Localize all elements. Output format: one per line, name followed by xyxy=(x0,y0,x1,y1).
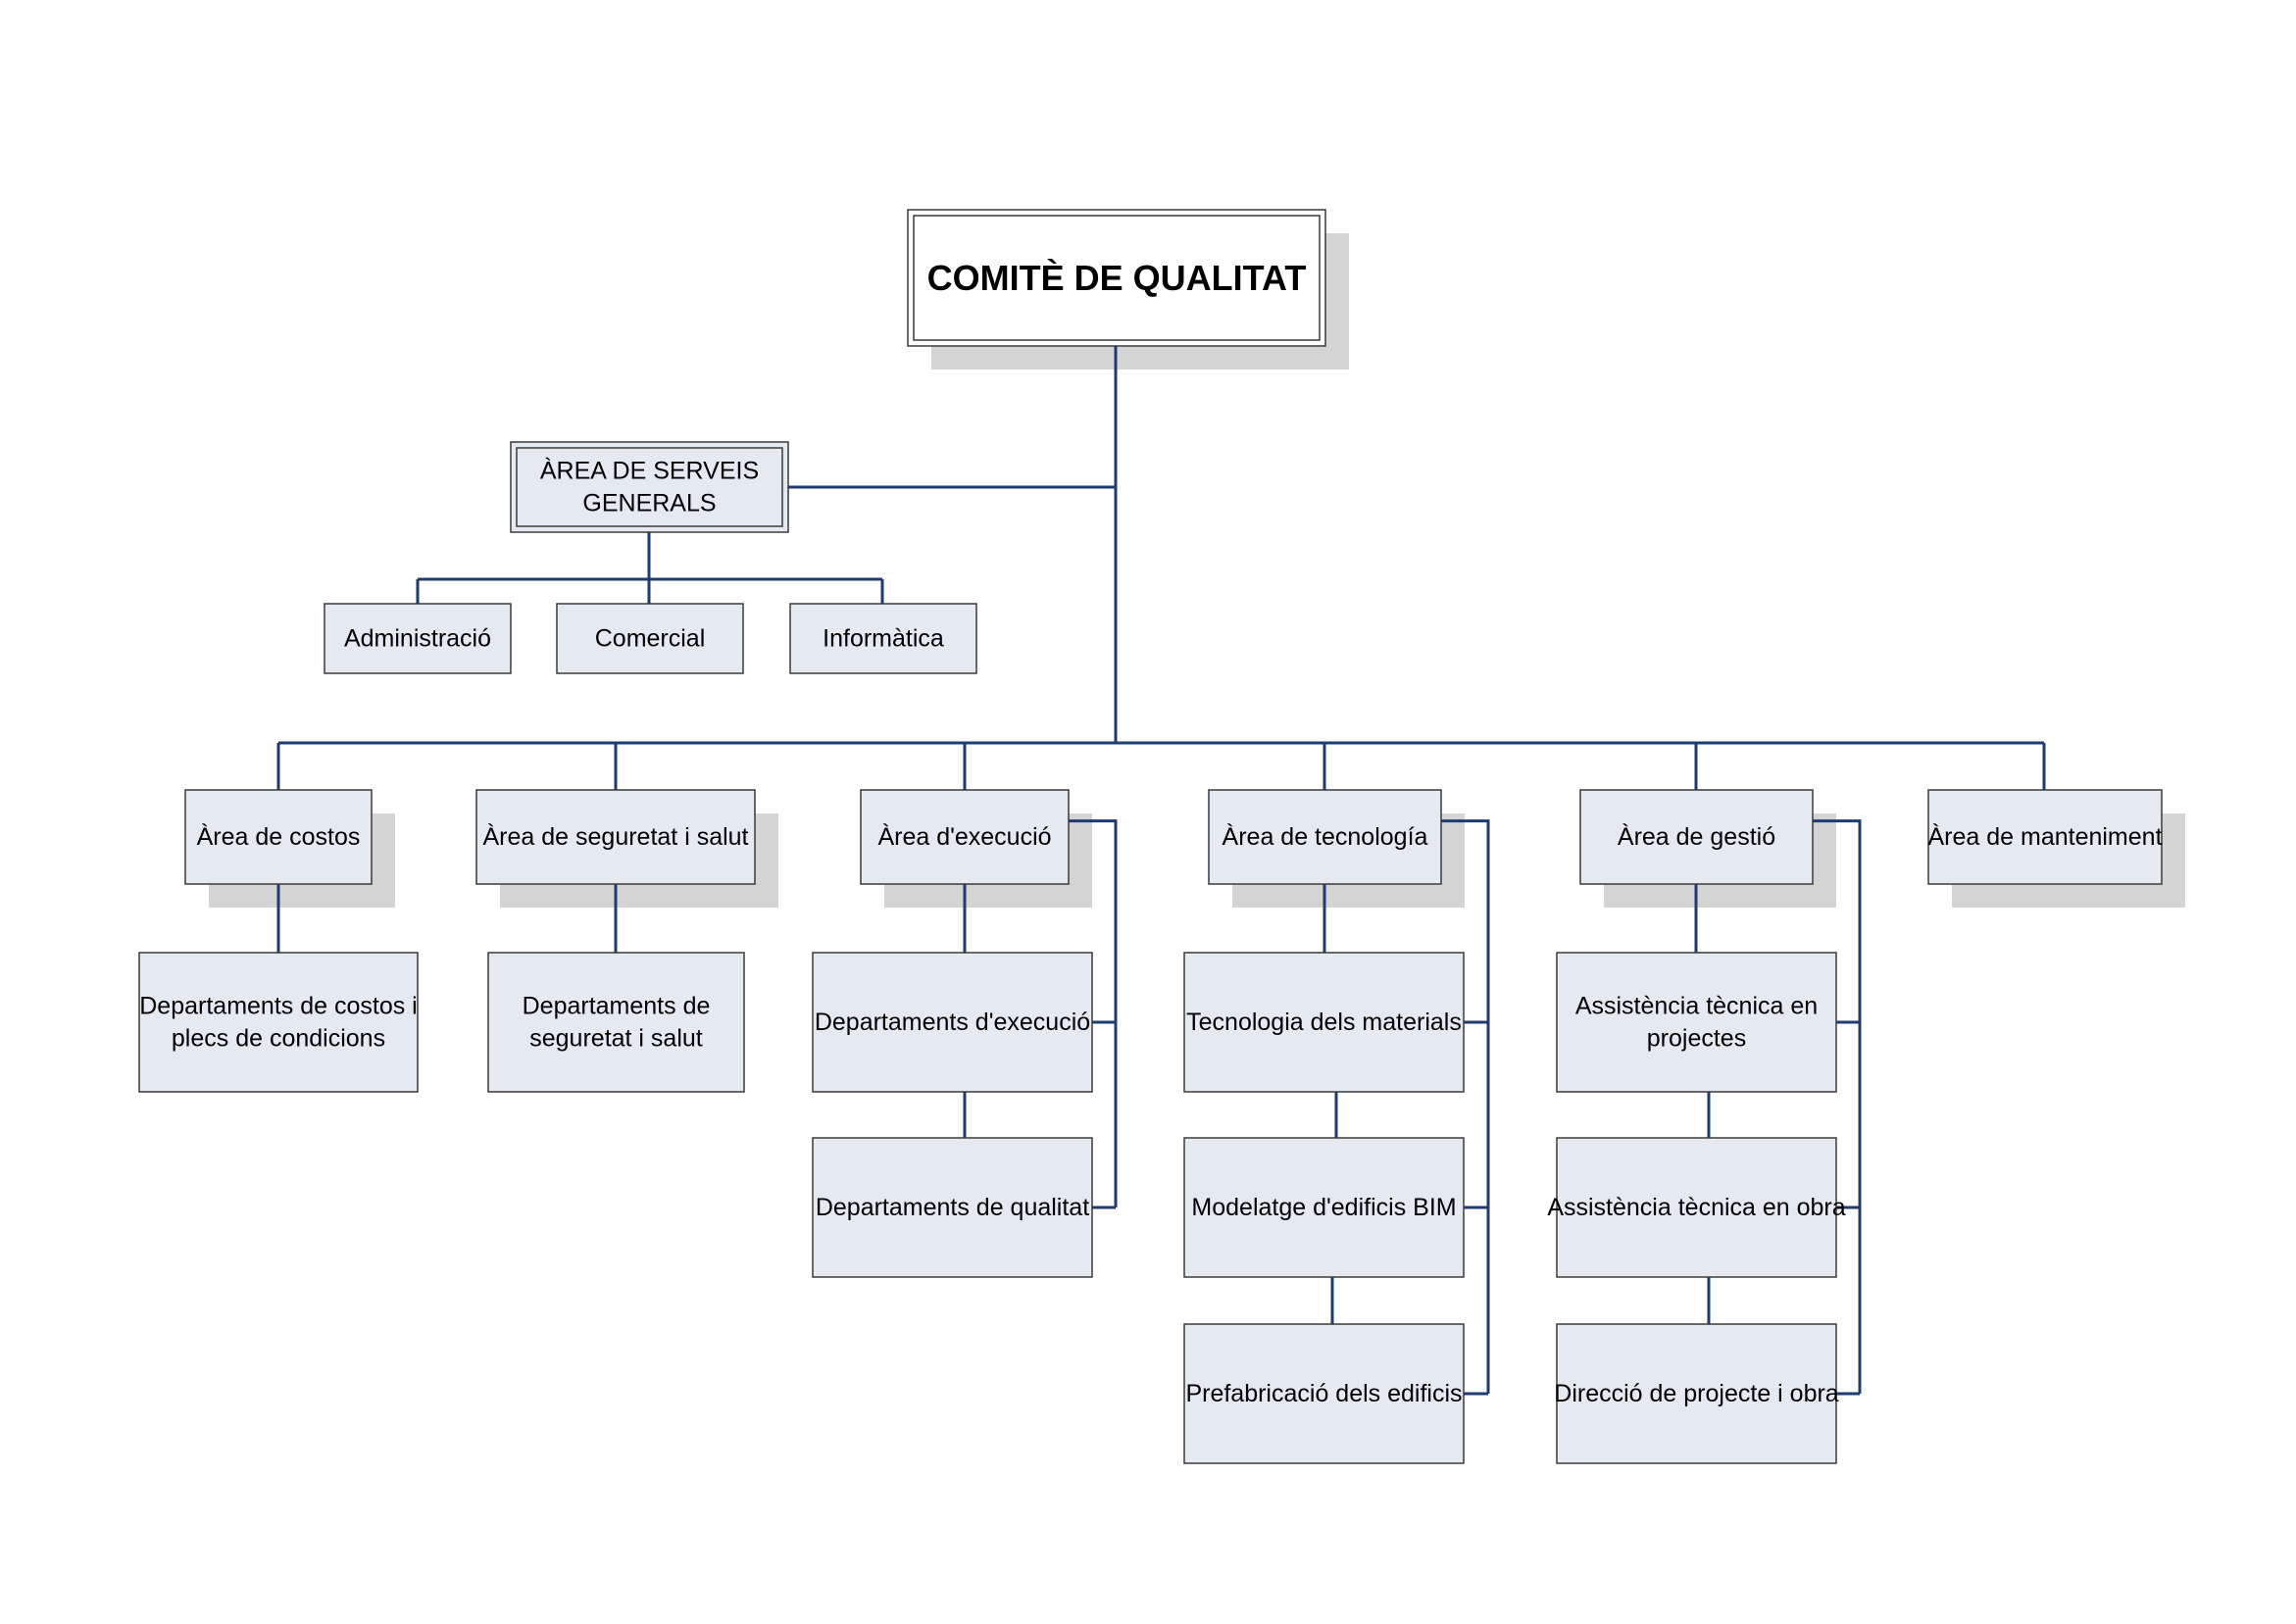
prefabricacio-box-rect xyxy=(1183,1323,1465,1464)
comite-label-line-0: COMITÈ DE QUALITAT xyxy=(927,258,1307,298)
box-dep-costos: Departaments de costos i plecs de condici… xyxy=(138,952,419,1093)
dep-seguretat-box-rect xyxy=(487,952,745,1093)
costos-box-rect xyxy=(184,789,373,885)
tecnologia-label-line-0: Àrea de tecnología xyxy=(1223,822,1428,851)
costos-label-line-0: Àrea de costos xyxy=(197,822,361,851)
box-comite: COMITÈ DE QUALITAT xyxy=(907,209,1326,347)
box-at-projectes: Assistència tècnica en projectes xyxy=(1556,952,1837,1093)
serveis-label-line-1: GENERALS xyxy=(582,490,716,517)
execucio-label-line-0: Àrea d'execució xyxy=(877,822,1051,851)
manteniment-box-rect xyxy=(1927,789,2163,885)
dep-qualitat-label-line-0: Departaments de qualitat xyxy=(816,1194,1089,1221)
tecnologia-box-rect xyxy=(1208,789,1442,885)
tec-materials-box-rect xyxy=(1183,952,1465,1093)
box-prefabricacio: Prefabricació dels edificis xyxy=(1183,1323,1465,1464)
serveis-box-rect xyxy=(510,441,789,533)
execucio-box-rect xyxy=(860,789,1070,885)
box-comercial: Comercial xyxy=(556,603,744,674)
direccio-label-line-0: Direcció de projecte i obra xyxy=(1554,1380,1839,1407)
informatica-label-line-0: Informàtica xyxy=(823,625,944,653)
manteniment-label-line-0: Àrea de manteniment xyxy=(1927,822,2162,851)
box-direccio: Direcció de projecte i obra xyxy=(1554,1323,1839,1464)
direccio-box-rect xyxy=(1556,1323,1837,1464)
box-manteniment: Àrea de manteniment xyxy=(1927,789,2163,885)
box-costos: Àrea de costos xyxy=(184,789,373,885)
box-dep-execucio: Departaments d'execució xyxy=(812,952,1093,1093)
dep-execucio-box-rect xyxy=(812,952,1093,1093)
at-obra-label-line-0: Assistència tècnica en obra xyxy=(1547,1194,1845,1221)
at-projectes-label-line-1: projectes xyxy=(1647,1025,1746,1053)
dep-costos-box-rect xyxy=(138,952,419,1093)
comercial-label-line-0: Comercial xyxy=(595,625,706,653)
tecnologia-bracket-spine xyxy=(1441,819,1490,1394)
at-projectes-label-line-0: Assistència tècnica en xyxy=(1575,993,1818,1020)
dep-costos-label-line-0: Departaments de costos i xyxy=(139,993,417,1020)
dep-execucio-label-line-0: Departaments d'execució xyxy=(815,1009,1090,1036)
connector-layer xyxy=(276,346,2046,1396)
dep-seguretat-label-line-0: Departaments de xyxy=(523,993,711,1020)
box-tec-materials: Tecnologia dels materials xyxy=(1183,952,1465,1093)
dep-seguretat-label-line-1: seguretat i salut xyxy=(529,1025,703,1053)
box-administracio: Administració xyxy=(324,603,512,674)
seguretat-box-rect xyxy=(475,789,756,885)
informatica-box-rect xyxy=(789,603,977,674)
seguretat-label-line-0: Àrea de seguretat i salut xyxy=(483,822,749,851)
gestio-label-line-0: Àrea de gestió xyxy=(1618,822,1775,851)
at-projectes-box-rect xyxy=(1556,952,1837,1093)
comite-box-rect xyxy=(907,209,1326,347)
tec-materials-label-line-0: Tecnologia dels materials xyxy=(1186,1009,1462,1036)
execucio-bracket-spine xyxy=(1069,819,1118,1207)
administracio-box-rect xyxy=(324,603,512,674)
bim-label-line-0: Modelatge d'edificis BIM xyxy=(1191,1194,1456,1221)
box-tecnologia: Àrea de tecnología xyxy=(1208,789,1442,885)
administracio-label-line-0: Administració xyxy=(344,625,491,653)
serveis-box-inner-border xyxy=(516,447,783,527)
box-informatica: Informàtica xyxy=(789,603,977,674)
gestio-bracket-spine xyxy=(1813,819,1862,1394)
box-dep-qualitat: Departaments de qualitat xyxy=(812,1137,1093,1278)
box-seguretat: Àrea de seguretat i salut xyxy=(475,789,756,885)
comercial-box-rect xyxy=(556,603,744,674)
box-layer: COMITÈ DE QUALITAT ÀREA DE SERVEIS GENERAL… xyxy=(138,209,2163,1464)
box-bim: Modelatge d'edificis BIM xyxy=(1183,1137,1465,1278)
comite-box-inner-border xyxy=(913,215,1321,341)
box-serveis: ÀREA DE SERVEIS GENERALS xyxy=(510,441,789,533)
serveis-label-line-0: ÀREA DE SERVEIS xyxy=(540,457,759,485)
box-gestio: Àrea de gestió xyxy=(1579,789,1814,885)
dep-qualitat-box-rect xyxy=(812,1137,1093,1278)
gestio-box-rect xyxy=(1579,789,1814,885)
at-obra-box-rect xyxy=(1556,1137,1837,1278)
dep-costos-label-line-1: plecs de condicions xyxy=(172,1025,385,1053)
bim-box-rect xyxy=(1183,1137,1465,1278)
box-dep-seguretat: Departaments de seguretat i salut xyxy=(487,952,745,1093)
prefabricacio-label-line-0: Prefabricació dels edificis xyxy=(1185,1380,1462,1407)
box-at-obra: Assistència tècnica en obra xyxy=(1547,1137,1846,1278)
box-execucio: Àrea d'execució xyxy=(860,789,1070,885)
